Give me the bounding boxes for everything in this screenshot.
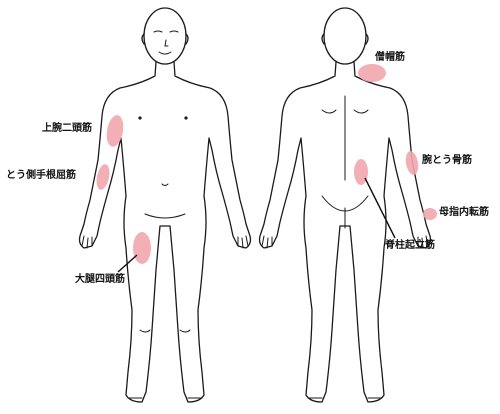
label-abductor-pollicis: 母指内転筋 <box>439 207 489 219</box>
label-biceps: 上腕二頭筋 <box>42 123 92 135</box>
abductor-pollicis-highlight <box>423 208 437 220</box>
label-biceps-femoris: 大腿四頭筋 <box>75 274 125 286</box>
back-body-outline <box>260 8 431 402</box>
biceps-femoris-highlight <box>133 232 151 264</box>
biceps-highlight <box>104 114 125 148</box>
brachioradialis-highlight <box>404 150 420 176</box>
trapezius-highlight <box>358 64 386 82</box>
front-body-outline <box>80 8 251 402</box>
label-brachioradialis: 腕とう骨筋 <box>422 155 472 167</box>
label-trapezius: 僧帽筋 <box>375 52 405 64</box>
label-erector-spinae: 脊柱起立筋 <box>385 240 435 252</box>
erector-spinae-leader <box>365 178 395 238</box>
label-flexor-carpi-radialis: とう側手根屈筋 <box>6 170 76 182</box>
